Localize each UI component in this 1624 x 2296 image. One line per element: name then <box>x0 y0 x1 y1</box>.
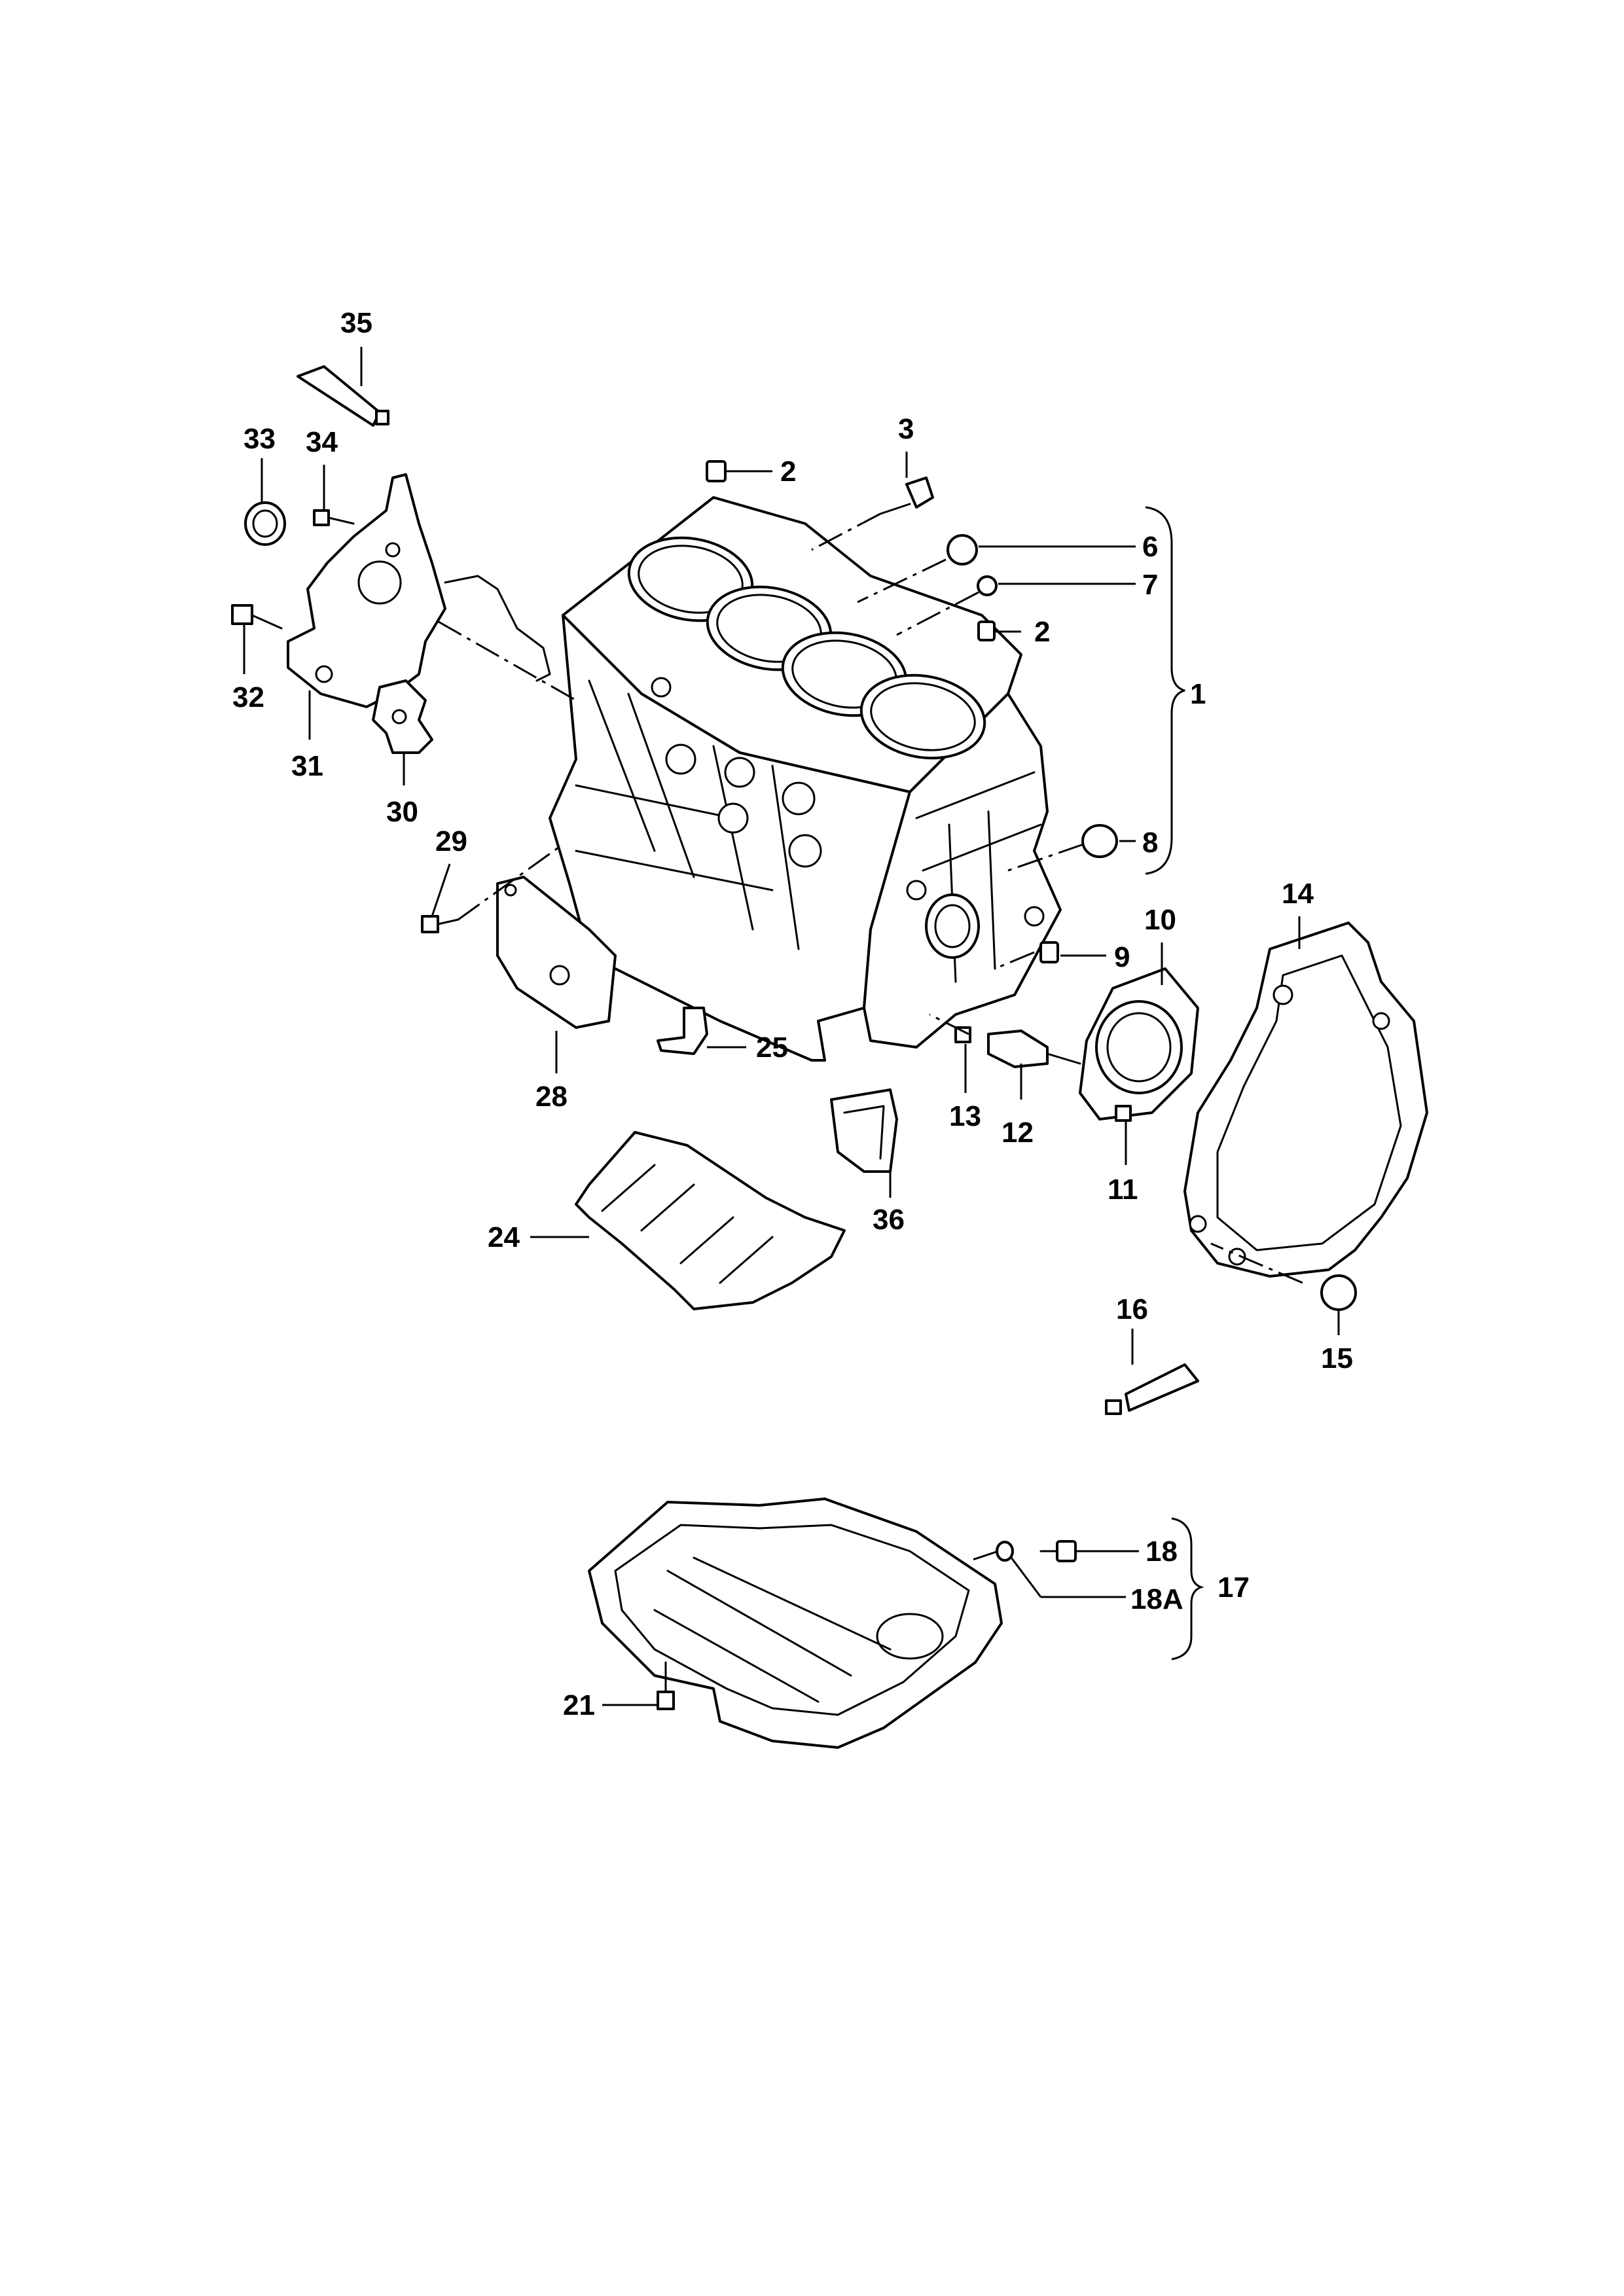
bolt-21 <box>657 1661 675 1710</box>
plug-7 <box>977 575 998 596</box>
callout-31: 31 <box>291 750 323 782</box>
cover-28 <box>496 876 617 1029</box>
callout-2-right: 2 <box>1034 616 1050 648</box>
centerlines <box>438 512 1303 1562</box>
callout-1: 1 <box>1190 678 1206 710</box>
rear-gasket-14 <box>1183 922 1428 1278</box>
dowel-2-top <box>706 460 727 482</box>
baffle-24 <box>575 1131 846 1310</box>
sensor-12 <box>987 1030 1081 1068</box>
callout-3: 3 <box>898 413 914 445</box>
bolt-11 <box>1115 1105 1132 1122</box>
callout-33: 33 <box>244 423 276 455</box>
callout-24: 24 <box>488 1221 520 1253</box>
callout-12: 12 <box>1001 1117 1034 1149</box>
bolt-34 <box>313 509 355 526</box>
front-cover-assembly <box>287 473 551 754</box>
callout-29: 29 <box>435 825 467 857</box>
callout-17: 17 <box>1218 1571 1250 1604</box>
callout-21: 21 <box>563 1689 595 1721</box>
callout-8: 8 <box>1142 827 1158 859</box>
leader-lines <box>243 347 1340 1706</box>
bracket-group-1 <box>1145 506 1185 875</box>
sealant-tube-16 <box>1105 1363 1199 1415</box>
sealant-tube-35 <box>297 365 389 427</box>
callout-11: 11 <box>1108 1174 1138 1206</box>
dowel-9 <box>1039 941 1059 963</box>
callout-18: 18 <box>1146 1535 1178 1568</box>
bolt-29 <box>421 915 460 933</box>
callout-13: 13 <box>949 1100 981 1132</box>
baffle-36 <box>830 1088 898 1173</box>
bracket-group-17 <box>1171 1517 1204 1660</box>
oil-seal-33 <box>244 501 286 546</box>
dowel-2-right <box>977 620 996 641</box>
callout-34: 34 <box>306 426 338 458</box>
callout-6: 6 <box>1142 531 1158 563</box>
bushing-15 <box>1320 1274 1357 1311</box>
cylinder-block <box>549 496 1062 1062</box>
callout-2-top: 2 <box>780 456 796 488</box>
callout-16: 16 <box>1116 1293 1148 1325</box>
plug-6 <box>947 534 978 565</box>
drain-plug-18 <box>1039 1540 1077 1562</box>
callout-7: 7 <box>1142 569 1158 601</box>
seal-flange-10 <box>1079 967 1199 1121</box>
oil-pan-17 <box>588 1498 1003 1749</box>
callout-10: 10 <box>1144 904 1176 936</box>
callout-35: 35 <box>340 307 372 339</box>
washer-18a <box>996 1541 1014 1562</box>
callout-25: 25 <box>756 1031 788 1064</box>
bolt-13 <box>954 1026 971 1043</box>
callout-18a: 18A <box>1130 1583 1183 1615</box>
callout-36: 36 <box>873 1204 905 1236</box>
callout-32: 32 <box>232 681 264 713</box>
bolt-32 <box>231 604 283 630</box>
plug-8 <box>1081 824 1118 858</box>
bolt-3 <box>879 476 934 515</box>
callout-9: 9 <box>1114 941 1130 973</box>
callout-14: 14 <box>1282 878 1314 910</box>
callout-labels: 35 33 34 32 31 30 29 2 3 6 7 2 1 8 9 10 … <box>232 307 1353 1721</box>
callout-28: 28 <box>535 1081 568 1113</box>
oil-jet-25 <box>657 1007 708 1055</box>
callout-15: 15 <box>1321 1342 1353 1374</box>
callout-30: 30 <box>386 796 418 828</box>
